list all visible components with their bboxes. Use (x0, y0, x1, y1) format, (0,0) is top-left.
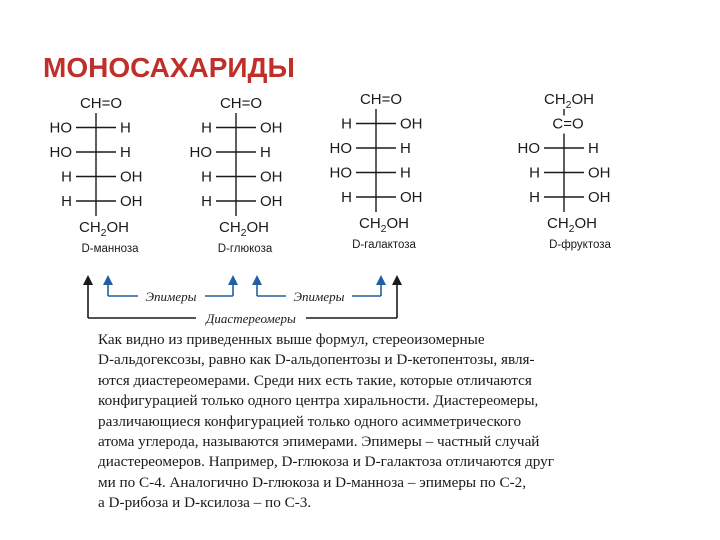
diastereomers-arrow-head (83, 275, 93, 285)
top-group-label: CH=O (220, 95, 262, 112)
left-substituent: HO (50, 144, 73, 161)
right-substituent: OH (260, 169, 283, 186)
paragraph-line: ми по C-4. Аналогично D-глюкоза и D-манн… (98, 473, 527, 491)
bottom-group-label: CH2OH (219, 219, 269, 239)
epimers-label: Эпимеры (146, 289, 197, 304)
paragraph-line: атома углерода, называются эпимерами. Эп… (98, 433, 540, 451)
right-substituent: H (400, 140, 411, 157)
explanation-paragraph: Как видно из приведенных выше формул, ст… (98, 330, 618, 514)
epimers-arrow-head (376, 275, 386, 285)
left-substituent: HO (50, 120, 73, 137)
page-title: МОНОСАХАРИДЫ (43, 52, 295, 83)
left-substituent: H (201, 120, 212, 137)
left-substituent: H (341, 116, 352, 133)
paragraph-line: а D-рибоза и D-ксилоза – по C-3. (98, 494, 312, 512)
left-substituent: HO (518, 140, 541, 157)
diastereomers-arrow-head (392, 275, 402, 285)
paragraph-line: различающиеся конфигурацией только одног… (98, 412, 522, 430)
left-substituent: H (341, 189, 352, 206)
paragraph-line: диастереомеров. Например, D-глюкоза и D-… (98, 453, 554, 471)
right-substituent: OH (400, 189, 423, 206)
bottom-group-label: CH2OH (359, 215, 409, 235)
right-substituent: OH (260, 193, 283, 210)
paragraph-line: Как видно из приведенных выше формул, ст… (98, 331, 485, 348)
right-substituent: H (260, 144, 271, 161)
left-substituent: HO (330, 140, 353, 157)
right-substituent: H (588, 140, 599, 157)
left-substituent: H (529, 189, 540, 206)
molecule-name: D-галактоза (352, 239, 416, 251)
right-substituent: OH (588, 189, 611, 206)
top-group-label: CH=O (80, 95, 122, 112)
left-substituent: H (529, 165, 540, 182)
diastereomers-label: Диастереомеры (204, 311, 296, 326)
paragraph-line: ются диастереомерами. Среди них есть так… (98, 371, 532, 389)
left-substituent: HO (190, 144, 213, 161)
molecule-name: D-манноза (81, 243, 139, 255)
right-substituent: H (120, 144, 131, 161)
right-substituent: OH (120, 169, 143, 186)
left-substituent: H (201, 193, 212, 210)
paragraph-line: конфигурацией только одного центра хирал… (98, 392, 539, 410)
molecule-name: D-глюкоза (218, 243, 273, 255)
bottom-group-label: CH2OH (547, 215, 597, 235)
epimers-arrow-head (252, 275, 262, 285)
epimers-label: Эпимеры (294, 289, 345, 304)
right-substituent: OH (120, 193, 143, 210)
carbonyl-label: C=O (552, 116, 583, 133)
right-substituent: H (120, 120, 131, 137)
left-substituent: H (201, 169, 212, 186)
left-substituent: H (61, 169, 72, 186)
left-substituent: H (61, 193, 72, 210)
left-substituent: HO (330, 165, 353, 182)
epimers-arrow-head (103, 275, 113, 285)
molecule-name: D-фруктоза (549, 239, 611, 251)
top-group-label: CH=O (360, 91, 402, 108)
right-substituent: OH (588, 165, 611, 182)
right-substituent: H (400, 165, 411, 182)
bottom-group-label: CH2OH (79, 219, 129, 239)
paragraph-line: D-альдогексозы, равно как D-альдопентозы… (98, 351, 535, 369)
right-substituent: OH (400, 116, 423, 133)
top-group-label: CH2OH (544, 91, 594, 111)
right-substituent: OH (260, 120, 283, 137)
epimers-arrow-head (228, 275, 238, 285)
